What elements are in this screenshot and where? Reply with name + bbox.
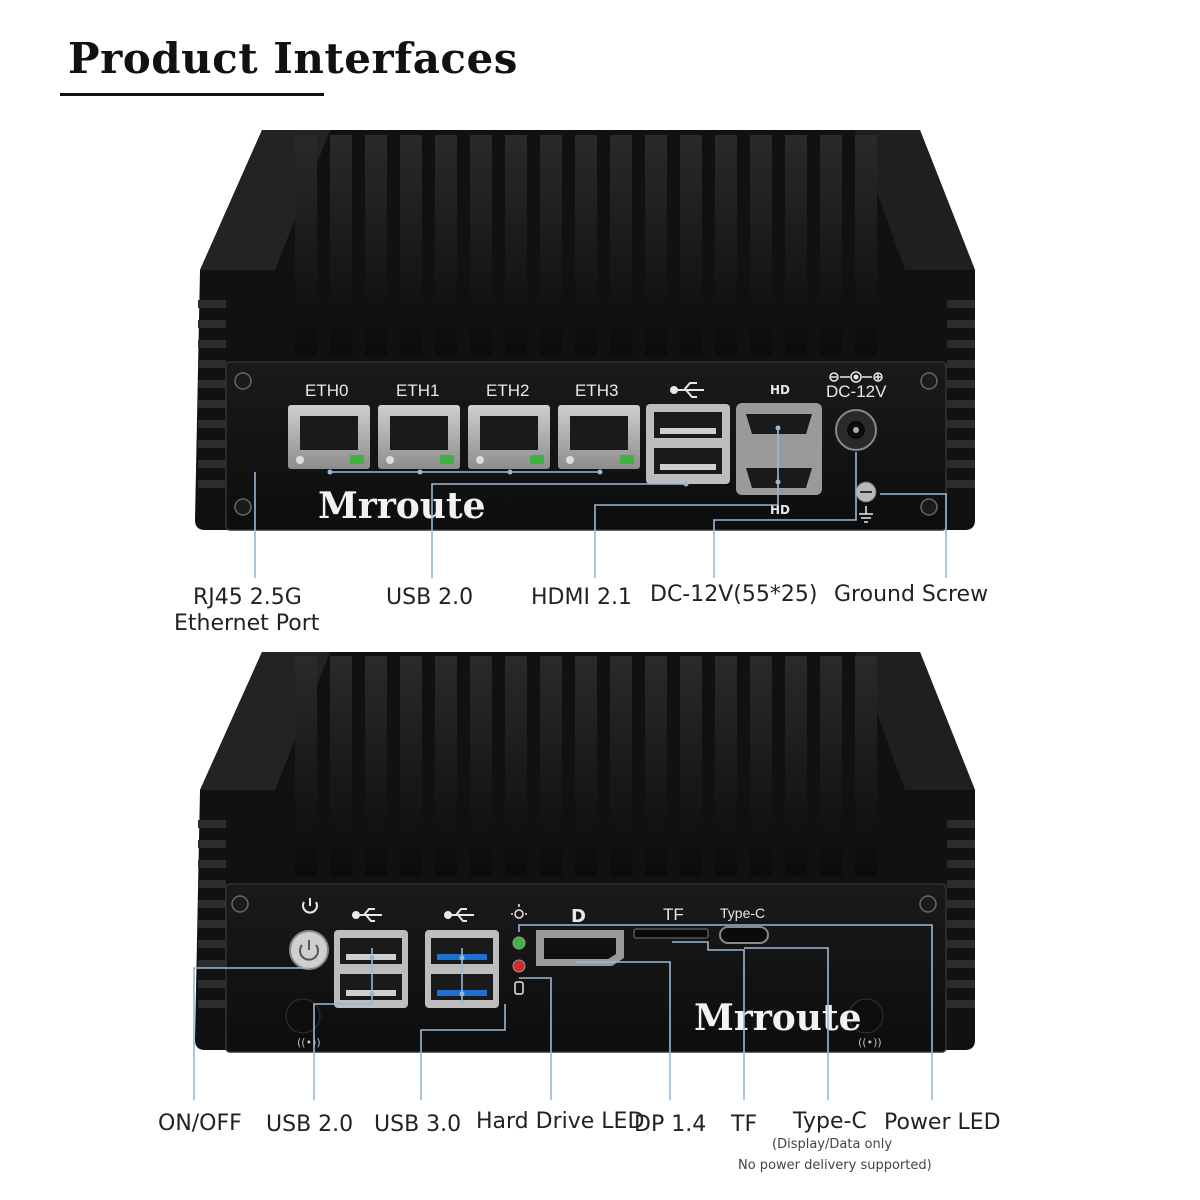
callout-hdd-led: Hard Drive LED: [476, 1109, 644, 1134]
ground-icon: [859, 506, 873, 523]
usb-icon: [444, 908, 474, 922]
light-icon: [511, 904, 527, 919]
heatsink-fins: [295, 135, 877, 355]
brand-logo: Mrroute: [318, 485, 486, 527]
antenna-icon: ((•)): [297, 1036, 321, 1049]
heatsink-fins: [295, 656, 877, 876]
typec-note-line2: No power delivery supported): [738, 1158, 932, 1173]
side-ribs: [198, 820, 975, 1008]
hdmi-icon-lower: HD: [770, 503, 790, 517]
callout-onoff: ON/OFF: [158, 1111, 242, 1136]
displayport-icon: D: [571, 906, 586, 927]
eth3-label: ETH3: [575, 381, 618, 400]
power-icon: [302, 898, 318, 914]
eth1-port[interactable]: [378, 405, 460, 469]
drive-icon: [514, 981, 524, 995]
power-led: [512, 936, 526, 950]
callout-rj45-line1: RJ45 2.5G: [193, 585, 302, 610]
rear-leader-lines: [254, 425, 947, 578]
hard-drive-led: [512, 959, 526, 973]
displayport-port[interactable]: [536, 930, 624, 966]
antenna-right: ((•)): [848, 998, 884, 1049]
side-ribs: [198, 300, 975, 488]
eth2-port[interactable]: [468, 405, 550, 469]
front-device: D TF Type-C ((•)) ((•)) Mrroute ON/OFF U…: [158, 652, 1001, 1173]
brand-logo: Mrroute: [694, 997, 862, 1039]
rear-device: ETH0 ETH1 ETH2 ETH3 HD HD: [174, 130, 988, 636]
tf-label: TF: [663, 905, 684, 924]
callout-rj45-line2: Ethernet Port: [174, 611, 320, 636]
page-title: Product Interfaces: [68, 34, 518, 83]
dc-jack[interactable]: [835, 409, 877, 451]
hdmi-ports[interactable]: [736, 403, 822, 495]
ground-screw[interactable]: [855, 481, 877, 503]
panel-screws: [234, 372, 938, 516]
front-usb2-ports[interactable]: [334, 930, 408, 1008]
callout-hdmi: HDMI 2.1: [531, 585, 632, 610]
hdmi-icon: HD: [770, 383, 790, 397]
callout-usb: USB 2.0: [386, 585, 473, 610]
eth2-label: ETH2: [486, 381, 529, 400]
callout-ground: Ground Screw: [834, 582, 988, 607]
rear-usb2-ports[interactable]: [646, 404, 730, 484]
callout-usb2: USB 2.0: [266, 1112, 353, 1137]
callout-typec: Type-C: [792, 1109, 867, 1134]
front-leader-lines: [193, 924, 933, 1100]
power-button[interactable]: [289, 930, 329, 970]
usb-icon: [352, 908, 382, 922]
callout-power-led: Power LED: [884, 1110, 1001, 1135]
antenna-icon: ((•)): [858, 1036, 882, 1049]
panel-screws: [231, 895, 937, 913]
tf-slot[interactable]: [633, 928, 709, 939]
dc-label: DC-12V: [826, 382, 887, 401]
typec-port[interactable]: [719, 926, 769, 944]
callout-tf: TF: [730, 1112, 757, 1137]
typec-note-line1: (Display/Data only: [772, 1137, 892, 1152]
eth1-label: ETH1: [396, 381, 439, 400]
typec-label: Type-C: [720, 905, 765, 921]
eth0-port[interactable]: [288, 405, 370, 469]
eth0-label: ETH0: [305, 381, 348, 400]
dc-polarity-icon: [829, 371, 883, 383]
callout-dp: DP 1.4: [634, 1112, 706, 1137]
title-underline: [60, 93, 324, 96]
usb-icon: [670, 382, 704, 398]
callout-dc: DC-12V(55*25): [650, 582, 817, 607]
eth3-port[interactable]: [558, 405, 640, 469]
callout-usb3: USB 3.0: [374, 1112, 461, 1137]
